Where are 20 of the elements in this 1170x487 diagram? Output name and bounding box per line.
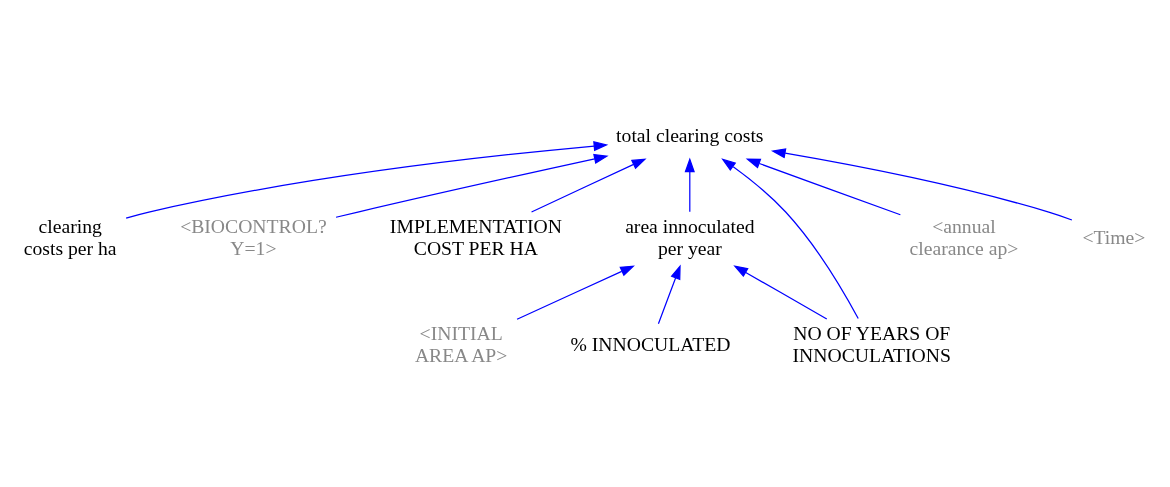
arrow [530,157,647,213]
arrow [516,264,635,320]
arrow [770,147,1073,221]
arrow [335,153,609,218]
arrow [125,140,609,219]
node-text: <INITIAL AREA AP> [414,321,508,366]
node-text: <BIOCONTROL? Y=1> [180,214,327,259]
node-text: % INNOCULATED [570,332,731,355]
node-text: <annual clearance ap> [909,214,1019,259]
node-text: <Time> [1082,225,1146,248]
node-text: area innoculated per year [625,214,755,259]
arrow [745,158,901,215]
arrow [721,157,859,319]
arrow [733,264,828,320]
arrow [684,156,695,212]
node-text: IMPLEMENTATION COST PER HA [389,214,562,259]
node-text: total clearing costs [616,123,764,146]
arrow [657,264,681,324]
node-text: NO OF YEARS OF INNOCULATIONS [792,321,951,366]
node-text: clearing costs per ha [23,214,117,259]
